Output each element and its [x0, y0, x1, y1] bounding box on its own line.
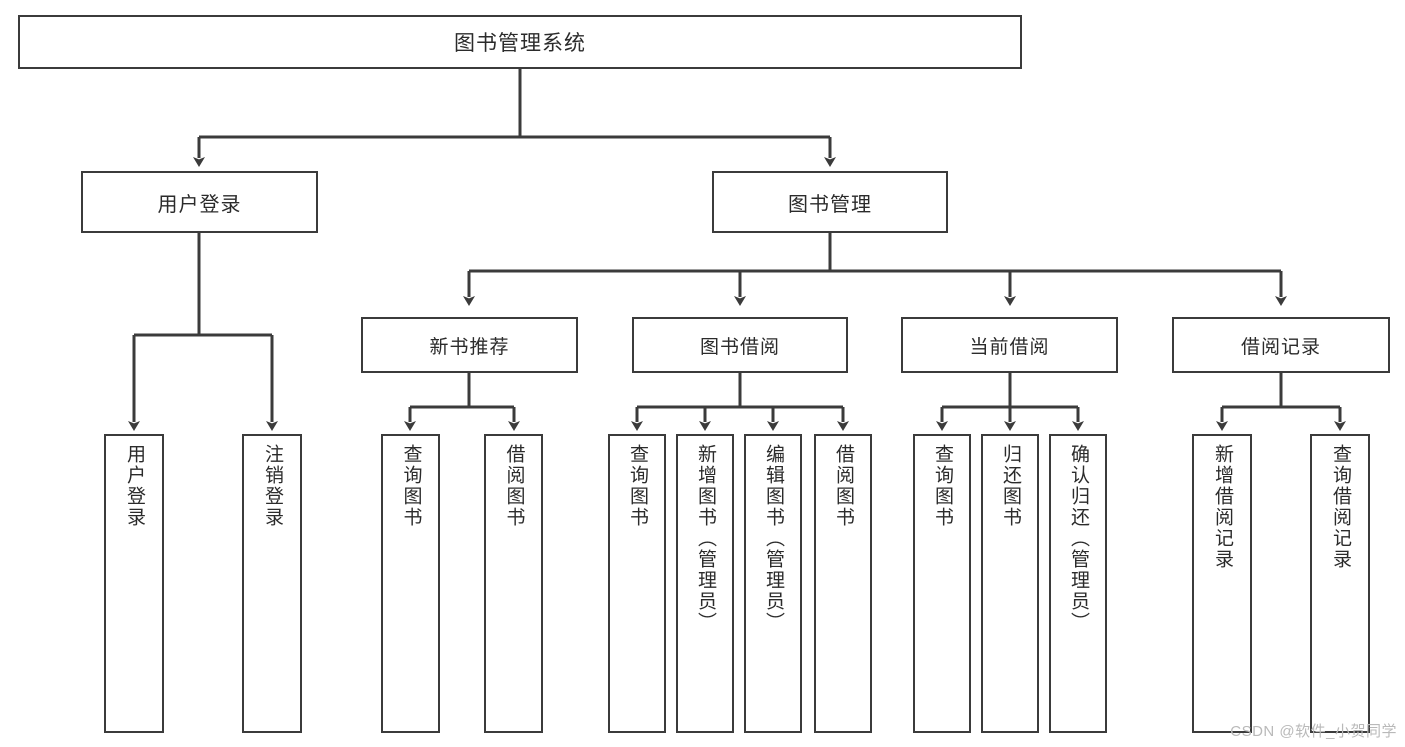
node-label: 图书管理系统 — [454, 32, 586, 55]
leaf-user-login-login[interactable]: 用户登录 — [104, 434, 164, 733]
node-label: 借阅记录 — [1240, 336, 1321, 358]
node-label: 查询图书 — [400, 444, 422, 528]
node-new-book-recommend[interactable]: 新书推荐 — [361, 317, 578, 373]
leaf-current-confirm-return-admin[interactable]: 确认归还（管理员） — [1049, 434, 1107, 733]
node-book-management[interactable]: 图书管理 — [712, 171, 948, 233]
node-label: 图书管理 — [788, 193, 872, 216]
leaf-borrow-edit-book-admin[interactable]: 编辑图书（管理员） — [744, 434, 802, 733]
leaf-current-return-book[interactable]: 归还图书 — [981, 434, 1039, 733]
node-root-system[interactable]: 图书管理系统 — [18, 15, 1022, 69]
node-borrow-record[interactable]: 借阅记录 — [1172, 317, 1390, 373]
node-label: 确认归还（管理员） — [1067, 444, 1089, 633]
leaf-new-book-borrow[interactable]: 借阅图书 — [484, 434, 543, 733]
node-label: 图书借阅 — [699, 336, 780, 358]
node-label: 注销登录 — [261, 444, 283, 528]
node-label: 新书推荐 — [429, 336, 510, 358]
leaf-borrow-borrow-book[interactable]: 借阅图书 — [814, 434, 872, 733]
node-label: 用户登录 — [123, 444, 145, 528]
leaf-borrow-add-book-admin[interactable]: 新增图书（管理员） — [676, 434, 734, 733]
node-book-borrow[interactable]: 图书借阅 — [632, 317, 848, 373]
leaf-record-add[interactable]: 新增借阅记录 — [1192, 434, 1252, 733]
node-label: 借阅图书 — [503, 444, 525, 528]
leaf-new-book-query[interactable]: 查询图书 — [381, 434, 440, 733]
node-current-borrow[interactable]: 当前借阅 — [901, 317, 1118, 373]
leaf-record-query[interactable]: 查询借阅记录 — [1310, 434, 1370, 733]
leaf-borrow-query-book[interactable]: 查询图书 — [608, 434, 666, 733]
node-label: 归还图书 — [999, 444, 1021, 528]
leaf-current-query-book[interactable]: 查询图书 — [913, 434, 971, 733]
node-label: 新增借阅记录 — [1211, 444, 1233, 570]
node-label: 当前借阅 — [969, 336, 1050, 358]
node-label: 编辑图书（管理员） — [762, 444, 784, 633]
node-label: 查询借阅记录 — [1329, 444, 1351, 570]
node-label: 用户登录 — [157, 193, 242, 216]
node-label: 借阅图书 — [832, 444, 854, 528]
watermark-text: CSDN @软件_小贺同学 — [1230, 723, 1397, 740]
node-label: 查询图书 — [931, 444, 953, 528]
node-user-login[interactable]: 用户登录 — [81, 171, 318, 233]
leaf-user-login-logout[interactable]: 注销登录 — [242, 434, 302, 733]
node-label: 查询图书 — [626, 444, 648, 528]
node-label: 新增图书（管理员） — [694, 444, 716, 633]
